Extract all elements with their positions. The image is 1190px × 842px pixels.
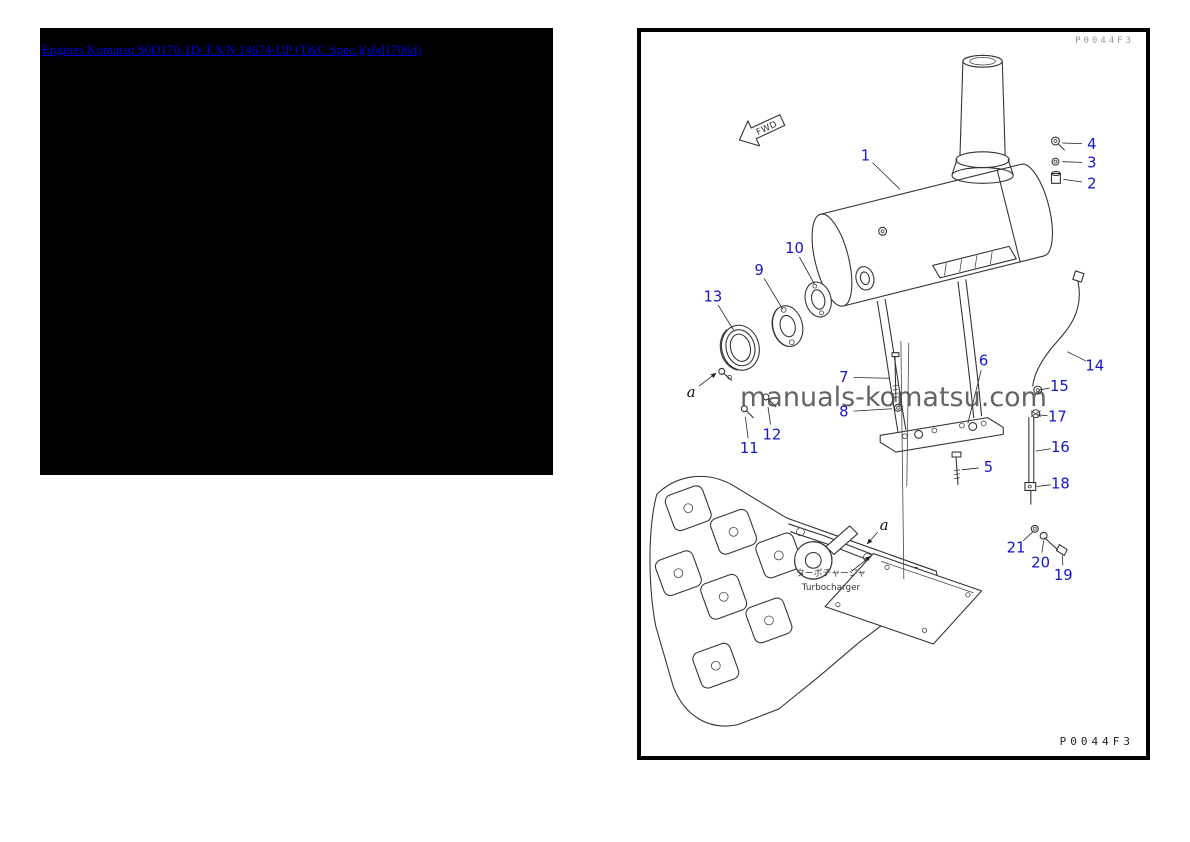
hardware-19-20-21	[1030, 524, 1068, 556]
leader-line-9	[763, 278, 784, 310]
leader-line-21	[1022, 531, 1034, 542]
leader-line-4	[1062, 142, 1083, 145]
parts-diagram-panel: FWD	[637, 28, 1150, 760]
muffler	[811, 163, 1053, 307]
callout-12: 12	[763, 426, 782, 443]
assembly-lines	[900, 340, 910, 580]
callout-18: 18	[1051, 476, 1070, 493]
label-arrow-0	[851, 555, 871, 572]
leader-line-14	[1067, 351, 1087, 362]
leader-line-8	[853, 408, 893, 412]
turbocharger	[794, 525, 859, 580]
callout-19: 19	[1054, 567, 1073, 584]
callout-6: 6	[979, 352, 988, 369]
leader-line-15	[1038, 387, 1050, 391]
leader-line-18	[1036, 484, 1051, 487]
leader-line-1	[872, 162, 901, 190]
callout-1: 1	[861, 148, 870, 165]
callout-3: 3	[1087, 155, 1096, 172]
part-label-1: Turbocharger	[801, 583, 861, 593]
ref-arrow-1	[866, 531, 878, 545]
fwd-arrow-icon: FWD	[738, 114, 786, 147]
leader-line-12	[767, 406, 771, 425]
bracket-plate	[879, 417, 1004, 453]
fwd-label: FWD	[755, 120, 779, 138]
callout-9: 9	[754, 262, 763, 279]
callout-7: 7	[839, 369, 848, 386]
header-figure-code: P0044F3	[1075, 36, 1134, 46]
leader-line-6	[967, 369, 982, 424]
drain-tube	[1024, 270, 1085, 505]
bolt-5	[951, 451, 962, 486]
engine-block	[649, 475, 983, 727]
small-bolts	[718, 367, 777, 419]
callout-10: 10	[785, 240, 804, 257]
ref-letter-1: a	[880, 517, 889, 534]
callout-16: 16	[1051, 439, 1070, 456]
leader-line-2	[1063, 179, 1083, 183]
valve-covers	[654, 485, 803, 689]
mounting-straps	[876, 279, 983, 432]
bolt-7	[891, 352, 902, 412]
callout-4: 4	[1087, 136, 1096, 153]
ref-arrow-0	[698, 372, 717, 387]
callout-14: 14	[1085, 357, 1104, 374]
inlet-flange	[771, 305, 804, 347]
end-cap	[719, 324, 760, 371]
manual-page-link[interactable]: Engines Komatsu S6D170-1D-T S/N 14674-UP…	[42, 42, 422, 57]
hardware-2-3-4	[1050, 136, 1065, 184]
leader-line-10	[799, 256, 815, 284]
leader-line-11	[744, 416, 749, 439]
callout-2: 2	[1087, 175, 1096, 192]
leader-line-3	[1062, 161, 1083, 163]
callout-layer: 123456789101112131415161718192021aaターボチャ…	[687, 136, 1104, 593]
callout-15: 15	[1050, 378, 1069, 395]
callout-21: 21	[1007, 539, 1026, 556]
leader-line-17	[1036, 414, 1048, 417]
parts-diagram-svg: FWD	[649, 54, 1104, 727]
callout-5: 5	[984, 459, 993, 476]
callout-11: 11	[740, 440, 759, 457]
gasket	[804, 281, 832, 318]
callout-20: 20	[1031, 554, 1050, 571]
figure-code: P0044F3	[1059, 735, 1134, 748]
ref-letter-0: a	[687, 384, 696, 401]
exhaust-stack	[951, 54, 1014, 184]
callout-13: 13	[703, 288, 722, 305]
leader-line-7	[853, 377, 890, 379]
leader-line-16	[1035, 448, 1051, 452]
preview-black-box: Engines Komatsu S6D170-1D-T S/N 14674-UP…	[40, 28, 553, 475]
leader-line-13	[717, 304, 734, 331]
leader-line-5	[961, 467, 979, 471]
callout-17: 17	[1048, 409, 1067, 426]
engine-base-plate	[824, 552, 983, 645]
leader-line-20	[1041, 540, 1045, 553]
part-label-0: ターボチャージャ	[796, 568, 866, 579]
callout-8: 8	[839, 404, 848, 421]
